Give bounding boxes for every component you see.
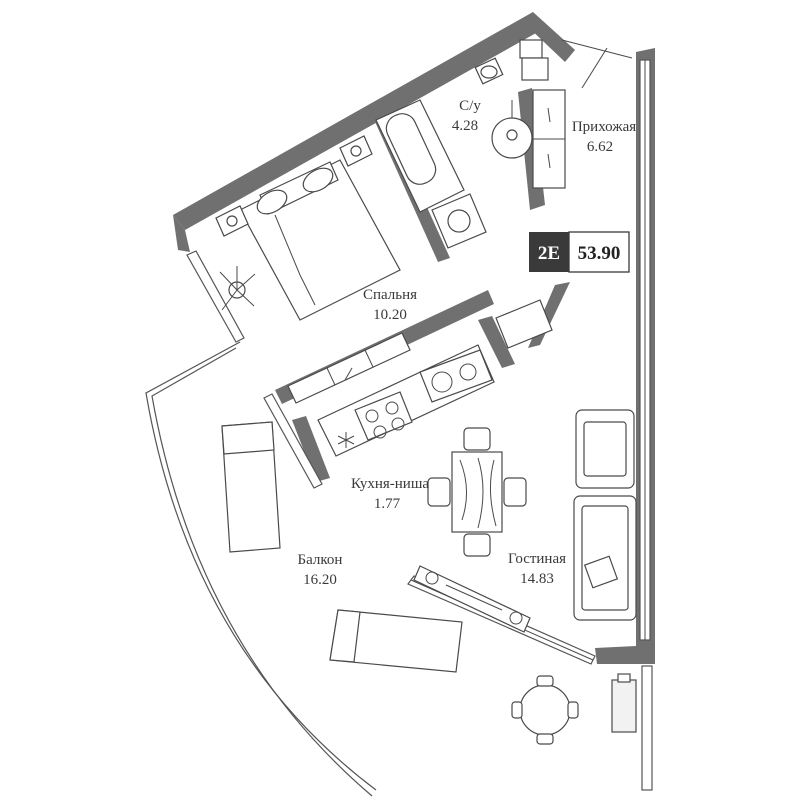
kitchen-name: Кухня-ниша	[351, 476, 429, 492]
dining-table-icon	[451, 451, 503, 533]
round-table-icon	[511, 675, 579, 745]
living-name: Гостиная	[508, 551, 566, 567]
apartment-code-bg	[529, 232, 569, 272]
bathroom-name: С/у	[459, 98, 481, 114]
tv-stand-icon	[413, 565, 531, 633]
bathroom-area: 4.28	[452, 118, 478, 134]
balcony-outline	[145, 39, 653, 797]
hall-cabinet-icon	[532, 89, 566, 189]
apartment-total-area: 53.90	[578, 243, 621, 264]
sun-lounger-icon	[329, 609, 463, 673]
room-labels: С/у 4.28 Прихожая 6.62 Спальня 10.20 Кух…	[298, 98, 637, 588]
kitchen-area: 1.77	[374, 496, 401, 512]
snowflake-icon	[337, 432, 355, 448]
armchair-icon	[575, 409, 635, 489]
sink-icon	[491, 100, 533, 159]
balcony-name: Балкон	[298, 552, 343, 568]
bathtub-icon	[375, 99, 465, 213]
apartment-badge: 2E 53.90	[529, 231, 630, 273]
balcony-cabinet-icon	[611, 673, 637, 733]
apartment-area-bg	[568, 231, 630, 273]
bath-cabinet-icon	[519, 39, 549, 81]
dining-chair-icon	[427, 427, 527, 557]
bedroom-area: 10.20	[373, 307, 407, 323]
plant-icon	[219, 266, 256, 311]
balcony-area: 16.20	[303, 572, 337, 588]
washing-machine-icon	[431, 193, 487, 249]
hallway-area: 6.62	[587, 139, 613, 155]
apartment-code: 2E	[538, 243, 560, 264]
kitchen-sink-icon	[419, 349, 493, 403]
nightstand-icon	[215, 135, 373, 237]
sofa-icon	[573, 495, 637, 621]
toilet-icon	[474, 57, 504, 85]
bed-icon	[239, 159, 401, 321]
bedroom-name: Спальня	[363, 287, 417, 303]
stove-icon	[354, 391, 413, 441]
sun-lounger-icon	[221, 421, 281, 553]
living-area: 14.83	[520, 571, 554, 587]
wardrobe-icon	[287, 332, 411, 404]
fridge-icon	[495, 299, 553, 349]
hallway-name: Прихожая	[572, 119, 636, 135]
